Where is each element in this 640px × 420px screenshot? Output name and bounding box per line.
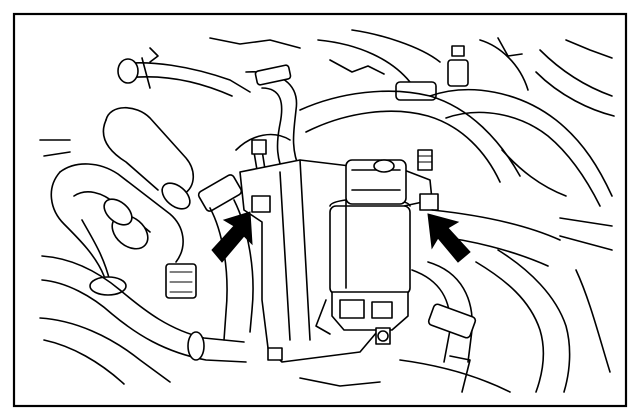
- starter-bolt-left: [251, 195, 271, 213]
- background-engine-components: [39, 29, 615, 385]
- callout-arrow-right: [427, 213, 471, 263]
- starter-motor-assembly: [239, 149, 439, 363]
- background-right-components: [39, 139, 613, 393]
- starter-bolt-right: [419, 193, 439, 211]
- callout-arrow-left: [211, 211, 253, 263]
